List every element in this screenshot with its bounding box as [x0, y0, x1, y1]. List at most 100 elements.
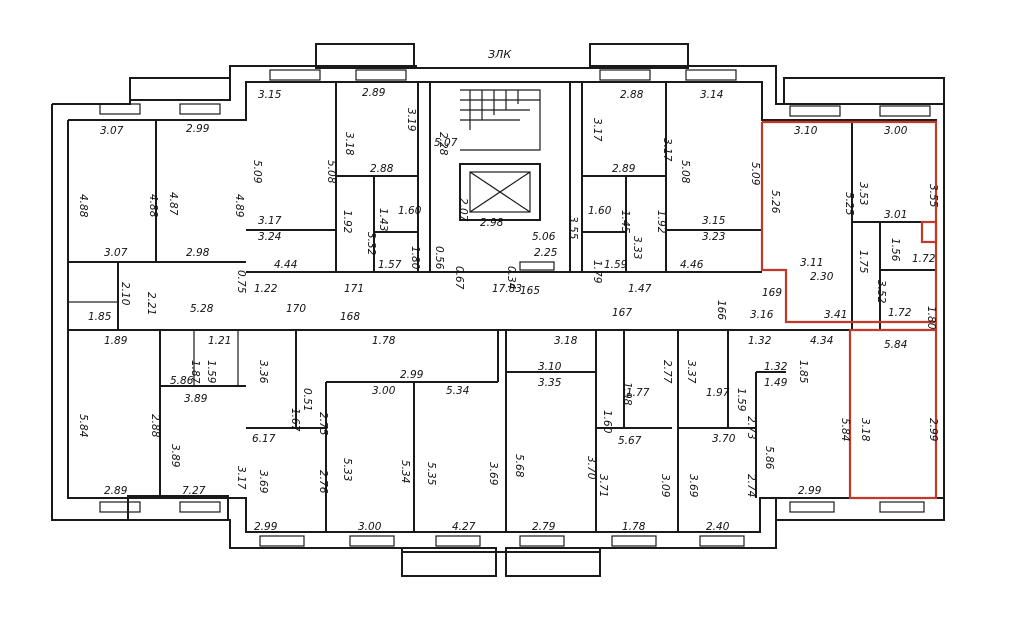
dimension-label: 4.46	[680, 259, 704, 271]
dimension-label: 167	[612, 307, 632, 319]
dimension-label: 2.99	[798, 485, 822, 497]
dimension-label: 5.35	[425, 462, 437, 486]
dimension-label: 7.27	[182, 485, 206, 497]
dimension-label: 5.08	[325, 160, 337, 184]
dimension-label: 169	[762, 287, 782, 299]
dimension-label: 2.21	[145, 292, 157, 315]
dimension-label: 2.89	[104, 485, 128, 497]
dimension-label: 1.87	[189, 360, 201, 384]
dimension-label: 3.37	[685, 360, 697, 384]
dimension-label: 4.87	[167, 192, 179, 216]
dimension-label: 3.07	[100, 125, 124, 137]
dimension-label: 165	[520, 285, 540, 297]
dimension-label: 2.89	[362, 87, 386, 99]
dimension-label: 2.30	[810, 271, 834, 283]
dimension-label: 1.85	[797, 360, 809, 384]
dimension-label: 3.41	[824, 309, 847, 321]
dimension-label: 1.47	[628, 283, 652, 295]
dimension-label: 3.17	[235, 466, 247, 490]
dimension-label: 3.15	[702, 215, 726, 227]
dimension-label: 2.99	[927, 418, 939, 442]
dimension-label: 1.72	[912, 253, 936, 265]
dimension-label: 2.89	[612, 163, 636, 175]
dimension-label: 1.78	[622, 521, 646, 533]
dimension-label: 1.45	[619, 210, 631, 234]
dimension-label: 2.98	[186, 247, 210, 259]
dimension-label: 3.18	[343, 132, 355, 156]
dimension-label: 5.84	[839, 418, 851, 441]
dimension-label: 3.55	[927, 184, 939, 208]
dimension-label: 2.99	[254, 521, 278, 533]
dimension-label: 17.83	[492, 283, 522, 295]
dimension-label: 3.17	[591, 118, 603, 142]
dimension-label: 0.75	[235, 270, 247, 294]
dimension-label: 4.88	[147, 194, 159, 218]
highlighted-apartments	[760, 120, 938, 500]
dimension-label: 5.08	[679, 160, 691, 184]
dimension-label: 3.89	[169, 444, 181, 468]
dimension-label: 2.88	[370, 163, 394, 175]
dimension-label: 1.85	[88, 311, 112, 323]
dimension-label: 1.56	[889, 238, 901, 262]
dimension-label: 6.17	[252, 433, 276, 445]
dimension-label: 5.84	[77, 414, 89, 437]
dimension-label: 1.67	[289, 408, 301, 432]
dimension-label: 1.77	[626, 387, 650, 399]
dimension-label: 4.27	[452, 521, 476, 533]
dimension-label: 1.59	[735, 388, 747, 412]
dimension-label: 1.80	[409, 246, 421, 270]
dimension-label: 5.34	[399, 460, 411, 483]
dimension-label: 5.84	[884, 339, 907, 351]
dimension-label: 1.92	[655, 210, 667, 234]
dimension-label: 5.09	[749, 162, 761, 186]
dimension-label: 0.51	[301, 388, 313, 411]
dimension-label: 2.98	[480, 217, 504, 229]
dimension-label: 5.67	[618, 435, 642, 447]
dimension-label: 2.74	[745, 474, 757, 497]
dimension-label: 1.75	[857, 250, 869, 274]
dimension-label: 3.70	[712, 433, 736, 445]
dimension-label: 3.52	[875, 280, 887, 304]
dimension-label: 3.00	[372, 385, 396, 397]
dimension-label: 2.77	[661, 360, 673, 384]
dimension-label: 5.86	[763, 446, 775, 470]
dimension-label: 2.28	[437, 132, 449, 156]
windows	[99, 69, 931, 547]
dimension-label: 1.78	[372, 335, 396, 347]
dimension-label: 2.40	[706, 521, 730, 533]
dimension-label: 3.15	[258, 89, 282, 101]
dimension-label: 2.76	[317, 470, 329, 494]
dimension-label: 1.59	[604, 259, 628, 271]
dimension-label: 3.71	[597, 474, 609, 497]
dimension-label: 3.18	[859, 418, 871, 442]
dimension-label: 5.34	[446, 385, 469, 397]
dimension-label: 0.56	[433, 246, 445, 270]
dimension-label: 1.57	[378, 259, 402, 271]
dimension-label: 5.86	[170, 375, 194, 387]
dimension-label: 1.98	[621, 382, 633, 406]
dimension-label: 2.99	[400, 369, 424, 381]
dimension-label: 3.23	[702, 231, 725, 243]
dimension-label: 3.89	[184, 393, 208, 405]
dimension-label: 1.89	[104, 335, 128, 347]
dimension-label: 1.60	[601, 410, 613, 434]
dimension-label: 3.24	[258, 231, 281, 243]
dimension-label: 3.35	[538, 377, 562, 389]
dimension-label: 1.22	[254, 283, 278, 295]
dimension-label: 3.01	[884, 209, 907, 221]
dimension-label: 3.32	[365, 232, 377, 256]
dimension-label: 1.97	[706, 387, 730, 399]
dimension-label: 170	[286, 303, 306, 315]
dimension-label: 3.19	[405, 108, 417, 132]
dimension-label: 4.34	[810, 335, 833, 347]
dimension-label: 2.79	[532, 521, 556, 533]
dimension-label: 3.10	[538, 361, 562, 373]
dimension-label: 1.92	[341, 210, 353, 234]
floor-label: ЗЛК	[488, 48, 512, 61]
dimension-label: 5.25	[843, 192, 855, 216]
dimension-label: 3.36	[257, 360, 269, 384]
dimension-label: 5.06	[532, 231, 556, 243]
dimension-label: 3.69	[487, 462, 499, 486]
